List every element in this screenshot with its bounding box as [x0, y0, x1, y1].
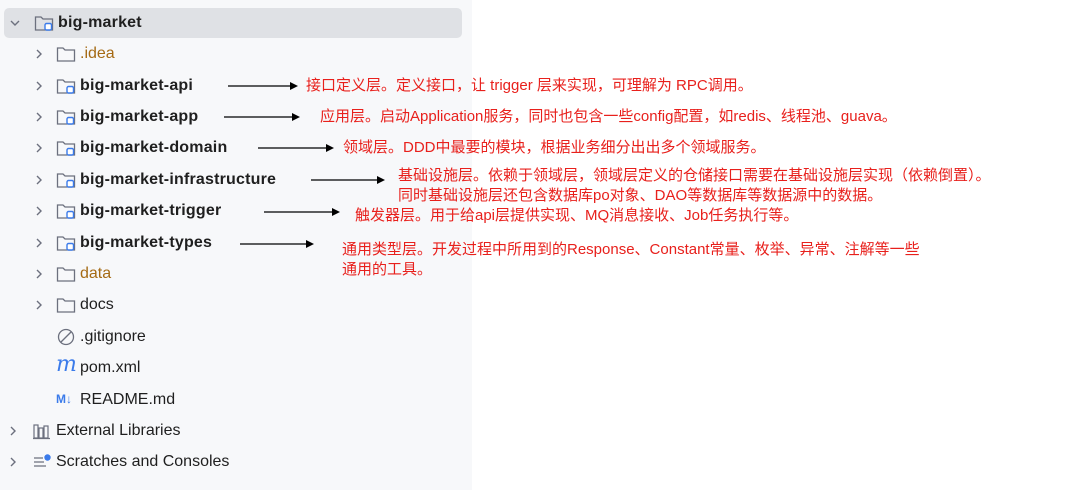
- tree-item-scratches[interactable]: Scratches and Consoles: [0, 447, 468, 477]
- annotation-arrow: [264, 208, 340, 216]
- tree-item-big-market-infrastructure[interactable]: big-market-infrastructure: [0, 165, 468, 195]
- chevron-right-icon[interactable]: [32, 236, 46, 250]
- chevron-right-icon[interactable]: [32, 47, 46, 61]
- annotation-arrow: [240, 240, 314, 248]
- module-folder-icon: [34, 16, 54, 31]
- tree-item-label: big-market-domain: [80, 139, 228, 156]
- tree-item-label: docs: [80, 296, 114, 313]
- tree-item-big-market-trigger[interactable]: big-market-trigger: [0, 196, 468, 226]
- tree-item-external-libraries[interactable]: External Libraries: [0, 416, 468, 446]
- scratches-icon: [34, 454, 51, 467]
- chevron-right-icon[interactable]: [32, 204, 46, 218]
- module-folder-icon: [56, 141, 76, 156]
- tree-item-big-market-types[interactable]: big-market-types: [0, 228, 468, 258]
- chevron-right-icon[interactable]: [32, 79, 46, 93]
- tree-item-docs[interactable]: docs: [0, 290, 468, 320]
- tree-item-big-market-api[interactable]: big-market-api: [0, 71, 468, 101]
- module-folder-icon: [56, 79, 76, 94]
- tree-item-gitignore[interactable]: .gitignore: [0, 322, 468, 352]
- tree-root-big-market[interactable]: big-market: [4, 8, 462, 38]
- chevron-right-icon[interactable]: [32, 298, 46, 312]
- tree-item-label: big-market-types: [80, 234, 213, 251]
- project-tree-panel: big-market .idea big-market-api big-mark…: [0, 0, 472, 490]
- tree-item-label: data: [80, 265, 112, 282]
- tree-item-label: External Libraries: [56, 422, 181, 439]
- annotation-arrow: [311, 176, 385, 184]
- tree-item-label: big-market-trigger: [80, 202, 222, 219]
- tree-item-label: pom.xml: [80, 359, 141, 376]
- module-folder-icon: [56, 204, 76, 219]
- annotation-trigger: 触发器层。用于给api层提供实现、MQ消息接收、Job任务执行等。: [355, 207, 799, 224]
- annotation-arrow: [224, 113, 300, 121]
- tree-item-big-market-app[interactable]: big-market-app: [0, 102, 468, 132]
- folder-icon: [56, 267, 76, 282]
- folder-icon: [56, 298, 76, 313]
- tree-item-data[interactable]: data: [0, 259, 468, 289]
- chevron-right-icon[interactable]: [32, 267, 46, 281]
- tree-item-label: Scratches and Consoles: [56, 453, 230, 470]
- tree-item-label: README.md: [80, 391, 176, 408]
- tree-item-idea[interactable]: .idea: [0, 39, 468, 69]
- tree-root-label: big-market: [58, 14, 142, 31]
- library-icon: [33, 424, 50, 440]
- module-folder-icon: [56, 173, 76, 188]
- tree-item-label: big-market-app: [80, 108, 199, 125]
- module-folder-icon: [56, 110, 76, 125]
- chevron-down-icon[interactable]: [8, 16, 22, 30]
- annotation-app: 应用层。启动Application服务，同时也包含一些config配置，如red…: [320, 108, 897, 125]
- maven-icon: m: [56, 352, 77, 377]
- chevron-right-icon[interactable]: [32, 141, 46, 155]
- module-folder-icon: [56, 236, 76, 251]
- annotation-domain: 领域层。DDD中最要的模块，根据业务细分出出多个领域服务。: [343, 139, 766, 156]
- tree-item-big-market-domain[interactable]: big-market-domain: [0, 133, 468, 163]
- tree-item-pom-xml[interactable]: m pom.xml: [0, 353, 468, 383]
- tree-item-label: big-market-api: [80, 77, 194, 94]
- folder-icon: [56, 47, 76, 62]
- annotation-infrastructure-line-2: 同时基础设施层还包含数据库po对象、DAO等数据库等数据源中的数据。: [398, 187, 883, 204]
- annotation-api: 接口定义层。定义接口，让 trigger 层来实现，可理解为 RPC调用。: [306, 77, 753, 94]
- tree-item-label: big-market-infrastructure: [80, 171, 277, 188]
- annotation-types-line-1: 通用类型层。开发过程中所用到的Response、Constant常量、枚举、异常…: [342, 241, 920, 258]
- annotation-arrow: [258, 144, 334, 152]
- annotation-types-line-2: 通用的工具。: [342, 261, 433, 278]
- chevron-right-icon[interactable]: [32, 110, 46, 124]
- markdown-icon: M↓: [56, 392, 72, 406]
- tree-item-label: .idea: [80, 45, 115, 62]
- chevron-right-icon[interactable]: [6, 455, 20, 469]
- annotation-infrastructure-line-1: 基础设施层。依赖于领域层，领域层定义的仓储接口需要在基础设施层实现（依赖倒置）。: [398, 167, 991, 184]
- gitignore-icon: [57, 328, 75, 346]
- annotation-arrow: [228, 82, 298, 90]
- chevron-right-icon[interactable]: [32, 173, 46, 187]
- chevron-right-icon[interactable]: [6, 424, 20, 438]
- tree-item-label: .gitignore: [80, 328, 146, 345]
- tree-item-readme[interactable]: M↓ README.md: [0, 385, 468, 415]
